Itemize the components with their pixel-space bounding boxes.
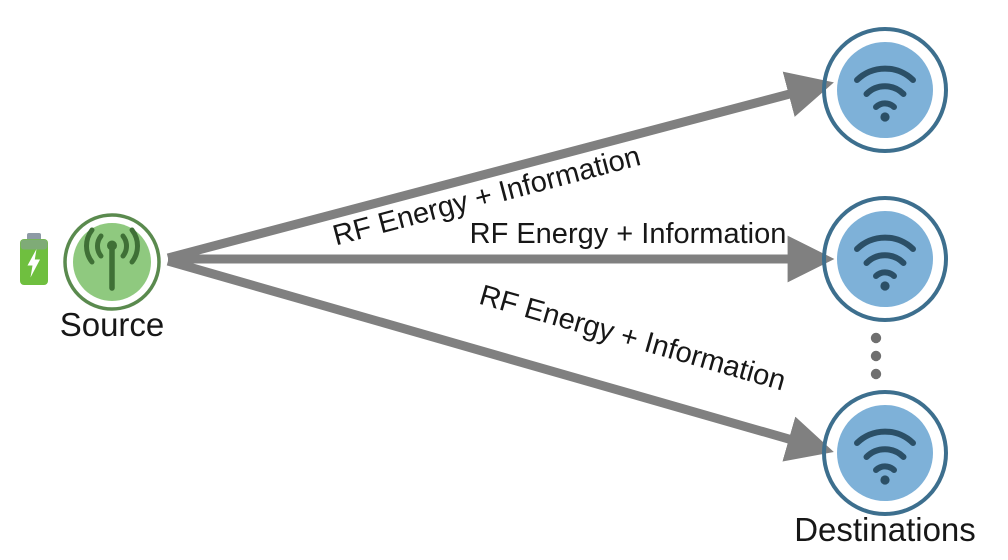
ellipsis-dot <box>870 368 882 380</box>
edge-bottom[interactable]: RF Energy + Information <box>166 256 834 462</box>
edge-group: RF Energy + Information RF Energy + Info… <box>166 71 835 462</box>
battery-terminal-band <box>20 239 48 250</box>
wifi-icon <box>854 65 916 122</box>
edge-middle-label: RF Energy + Information <box>470 218 787 250</box>
destination-1-outer-ring <box>822 27 948 153</box>
edge-bottom-label: RF Energy + Information <box>476 279 789 397</box>
destination-node-3[interactable]: Destinations <box>794 390 976 548</box>
destination-1-inner-disc <box>837 42 933 138</box>
battery-charging-icon <box>20 233 48 285</box>
destination-node-2[interactable] <box>822 196 948 322</box>
destination-3-outer-ring <box>822 390 948 516</box>
destination-2-inner-disc <box>837 211 933 307</box>
edge-middle[interactable]: RF Energy + Information <box>168 218 835 283</box>
destination-node-1[interactable] <box>822 27 948 153</box>
edge-bottom-arrow <box>166 256 834 462</box>
ellipsis-dot <box>870 332 882 344</box>
edge-top-arrow <box>166 71 834 263</box>
source-label: Source <box>60 306 165 343</box>
wifi-icon <box>854 234 916 291</box>
destinations-ellipsis <box>870 332 882 380</box>
destinations-label: Destinations <box>794 511 976 548</box>
wifi-icon <box>854 428 916 485</box>
destination-3-inner-disc <box>837 405 933 501</box>
source-node[interactable]: Source <box>20 213 165 343</box>
broadcast-antenna-icon <box>84 227 140 291</box>
source-outer-ring <box>63 213 161 311</box>
ellipsis-dot <box>870 350 882 362</box>
battery-bolt-icon <box>27 249 40 278</box>
destination-2-outer-ring <box>822 196 948 322</box>
